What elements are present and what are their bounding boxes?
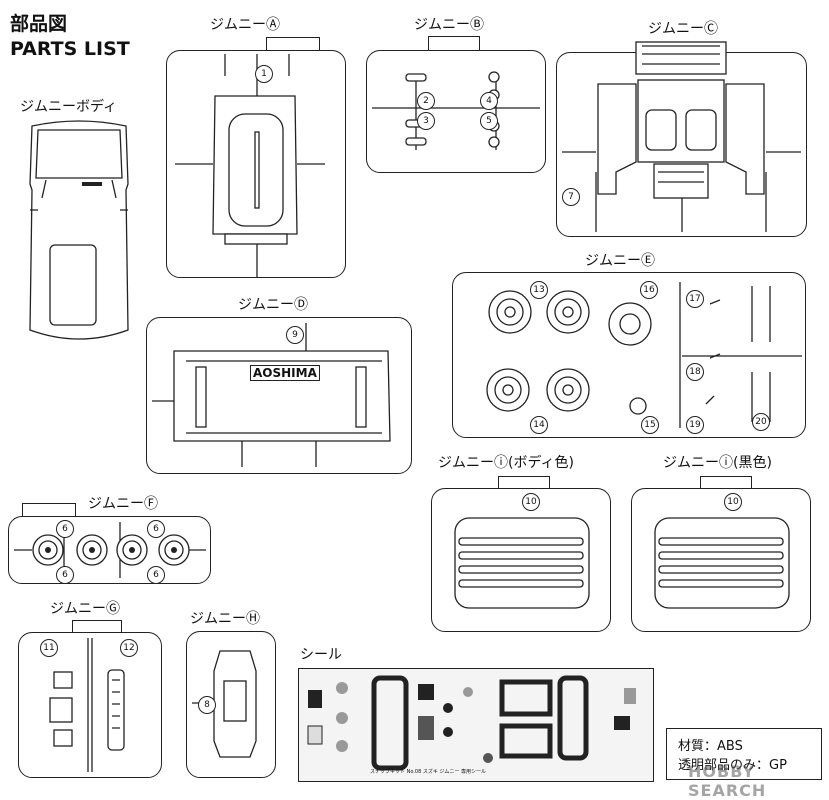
materials-line-2: 透明部品のみ：GP [678, 758, 787, 773]
part-number-15: 15 [641, 416, 659, 434]
part-7-drawing [562, 41, 801, 232]
label-runner-g: ジムニーⒼ [50, 601, 120, 617]
runner-e-drawing [486, 282, 802, 428]
part-number-9: 9 [286, 326, 304, 344]
label-runner-i-body: ジムニーⓘ(ボディ色) [438, 455, 574, 471]
label-runner-e: ジムニーⒺ [585, 253, 655, 269]
label-runner-d: ジムニーⒹ [238, 297, 308, 313]
part-number-3: 3 [417, 112, 435, 130]
label-runner-f: ジムニーⒻ [88, 496, 158, 512]
part-number-4: 4 [480, 92, 498, 110]
label-runner-h: ジムニーⒽ [190, 611, 260, 627]
part-number-5: 5 [480, 112, 498, 130]
part-number-1: 1 [255, 65, 273, 83]
runner-g-drawing [49, 638, 125, 772]
runner-b [366, 50, 546, 173]
part-number-17: 17 [686, 290, 704, 308]
page-title-jp: 部品図 [10, 13, 68, 35]
part-number-11: 11 [40, 639, 58, 657]
runner-g [18, 632, 162, 778]
body-part-drawing [29, 120, 129, 340]
watermark: HOBBY SEARCH [688, 762, 767, 800]
materials-box [666, 728, 822, 780]
part-1-drawing [175, 54, 325, 278]
part-number-20: 20 [752, 413, 770, 431]
part-number-6-a: 6 [56, 520, 74, 538]
seal-sheet [298, 668, 654, 782]
label-runner-b: ジムニーⒷ [414, 17, 484, 33]
part-number-6-b: 6 [147, 520, 165, 538]
label-body: ジムニーボディ [20, 99, 118, 115]
part-number-18: 18 [686, 363, 704, 381]
part-number-13: 13 [530, 281, 548, 299]
part-number-7: 7 [562, 188, 580, 206]
part-number-6-c: 6 [56, 566, 74, 584]
runner-b-drawing [372, 71, 540, 150]
part-10-drawing-body [454, 517, 590, 609]
part-number-10-black: 10 [724, 493, 742, 511]
label-runner-c: ジムニーⒸ [648, 21, 718, 37]
label-runner-a: ジムニーⒶ [210, 17, 280, 33]
part-number-19: 19 [686, 416, 704, 434]
part-10-drawing-black [654, 517, 790, 609]
label-runner-i-black: ジムニーⓘ(黒色) [663, 455, 772, 471]
aoshima-logo: AOSHIMA [250, 365, 320, 381]
part-number-8: 8 [198, 696, 216, 714]
part-number-12: 12 [120, 639, 138, 657]
part-number-16: 16 [640, 281, 658, 299]
part-number-2: 2 [417, 92, 435, 110]
seal-sheet-drawing [307, 675, 636, 771]
seal-caption: スナップキット No.08 スズキ ジムニー 専用シール [370, 769, 487, 775]
page-title-en: PARTS LIST [10, 38, 130, 60]
part-6-drawing [14, 522, 206, 578]
materials-line-1: 材質：ABS [678, 739, 743, 754]
part-number-14: 14 [530, 416, 548, 434]
label-seal: シール [300, 647, 342, 663]
part-9-drawing [152, 323, 391, 467]
part-number-6-d: 6 [147, 566, 165, 584]
part-number-10-body: 10 [522, 493, 540, 511]
